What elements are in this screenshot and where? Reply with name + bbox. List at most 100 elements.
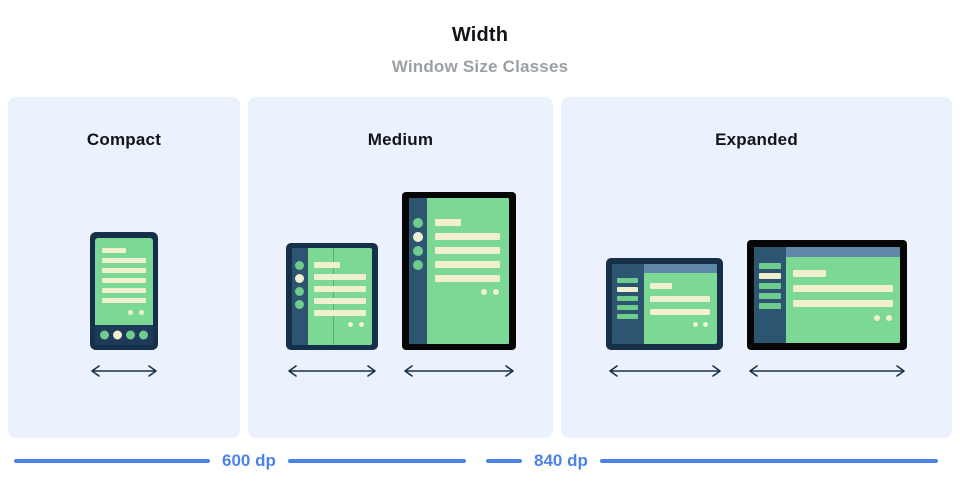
nav-item-active[interactable] xyxy=(113,330,122,340)
content-dot xyxy=(139,310,144,315)
device-phone-portrait xyxy=(90,232,158,350)
device-tablet-portrait xyxy=(401,192,516,350)
content-line xyxy=(650,296,710,302)
size-class-panels: Compact xyxy=(8,97,952,438)
content-line xyxy=(102,298,146,303)
nav-item[interactable] xyxy=(100,330,109,340)
content-line xyxy=(434,233,500,240)
ruler-600dp: 600 dp xyxy=(14,452,466,469)
ruler-label-600dp: 600 dp xyxy=(222,451,276,470)
rail-item-active[interactable] xyxy=(294,274,304,283)
content-line xyxy=(434,275,500,282)
navigation-drawer xyxy=(612,264,644,344)
content-line xyxy=(102,248,126,253)
landscape-large-screen xyxy=(753,247,900,343)
content-line xyxy=(313,274,366,280)
navigation-rail xyxy=(291,248,308,345)
width-arrow-foldable xyxy=(287,365,376,377)
rail-item[interactable] xyxy=(294,287,304,296)
content-line xyxy=(313,298,366,304)
drawer-item[interactable] xyxy=(617,296,638,301)
panel-medium: Medium xyxy=(248,97,553,438)
width-arrow-landscape-large xyxy=(748,365,905,377)
drawer-item[interactable] xyxy=(617,278,638,283)
content-dot xyxy=(873,315,880,321)
device-slot-landscape-large xyxy=(746,240,908,378)
ruler-line-right xyxy=(287,458,466,463)
expanded-devices xyxy=(561,240,952,378)
content-line xyxy=(102,288,146,293)
tablet-portrait-screen xyxy=(408,198,509,344)
drawer-item[interactable] xyxy=(758,303,781,309)
navigation-rail xyxy=(408,198,427,344)
content-dot xyxy=(347,322,353,327)
nav-item[interactable] xyxy=(139,330,148,340)
rail-item[interactable] xyxy=(412,260,423,270)
width-arrow-landscape-small xyxy=(608,365,721,377)
content-line xyxy=(313,310,366,316)
rail-item[interactable] xyxy=(412,246,423,256)
app-top-bar xyxy=(785,247,900,257)
ruler-line-right xyxy=(599,458,938,463)
ruler-label-840dp: 840 dp xyxy=(534,451,588,470)
panel-compact: Compact xyxy=(8,97,240,438)
content-line xyxy=(434,219,461,226)
content-dot xyxy=(885,315,892,321)
content-line xyxy=(102,258,146,263)
landscape-small-screen xyxy=(612,264,717,344)
rail-item-active[interactable] xyxy=(412,232,423,242)
diagram-header: Width Window Size Classes xyxy=(0,0,960,77)
app-top-bar xyxy=(644,264,717,273)
width-arrow-tablet-portrait xyxy=(403,365,514,377)
device-slot-phone xyxy=(88,232,160,378)
drawer-item-active[interactable] xyxy=(758,273,781,279)
ruler-840dp: 840 dp xyxy=(486,452,938,469)
panel-title-medium: Medium xyxy=(367,130,434,149)
device-tablet-landscape-small xyxy=(606,258,723,350)
content-dot xyxy=(703,322,708,327)
nav-item[interactable] xyxy=(126,330,135,340)
device-slot-landscape-small xyxy=(606,258,724,378)
content-line xyxy=(792,285,893,292)
content-line xyxy=(313,286,366,292)
content-line xyxy=(792,300,893,307)
ruler-line-left xyxy=(14,458,210,463)
breakpoint-rulers: 600 dp 840 dp xyxy=(0,452,960,494)
foldable-screen xyxy=(291,248,372,345)
drawer-item[interactable] xyxy=(617,314,638,319)
content-line xyxy=(434,247,500,254)
drawer-item[interactable] xyxy=(758,263,781,269)
compact-devices xyxy=(8,232,240,378)
content-dot xyxy=(480,289,487,295)
content-line xyxy=(102,278,146,283)
drawer-item[interactable] xyxy=(758,283,781,289)
medium-devices xyxy=(248,192,553,378)
device-slot-tablet-portrait xyxy=(401,192,517,378)
device-foldable-tablet xyxy=(285,243,378,350)
content-line xyxy=(650,283,672,289)
content-line xyxy=(650,309,710,315)
page-title: Width xyxy=(451,24,509,46)
content-line xyxy=(434,261,500,268)
fold-line xyxy=(332,248,334,345)
phone-screen xyxy=(95,238,153,345)
panel-expanded: Expanded xyxy=(561,97,952,438)
rail-item[interactable] xyxy=(412,218,423,228)
drawer-item[interactable] xyxy=(758,293,781,299)
page-subtitle: Window Size Classes xyxy=(391,57,569,76)
ruler-line-left xyxy=(486,458,522,463)
content-dot xyxy=(128,310,133,315)
drawer-item[interactable] xyxy=(617,305,638,310)
rail-item[interactable] xyxy=(294,261,304,270)
device-tablet-landscape-large xyxy=(746,240,907,350)
content-line xyxy=(313,262,340,268)
content-dot xyxy=(693,322,698,327)
content-dot xyxy=(492,289,499,295)
phone-bottom-nav xyxy=(95,325,153,345)
rail-item[interactable] xyxy=(294,300,304,309)
drawer-item-active[interactable] xyxy=(617,287,638,292)
content-dot xyxy=(358,322,364,327)
width-arrow-phone xyxy=(91,365,157,377)
device-slot-foldable xyxy=(285,243,379,378)
